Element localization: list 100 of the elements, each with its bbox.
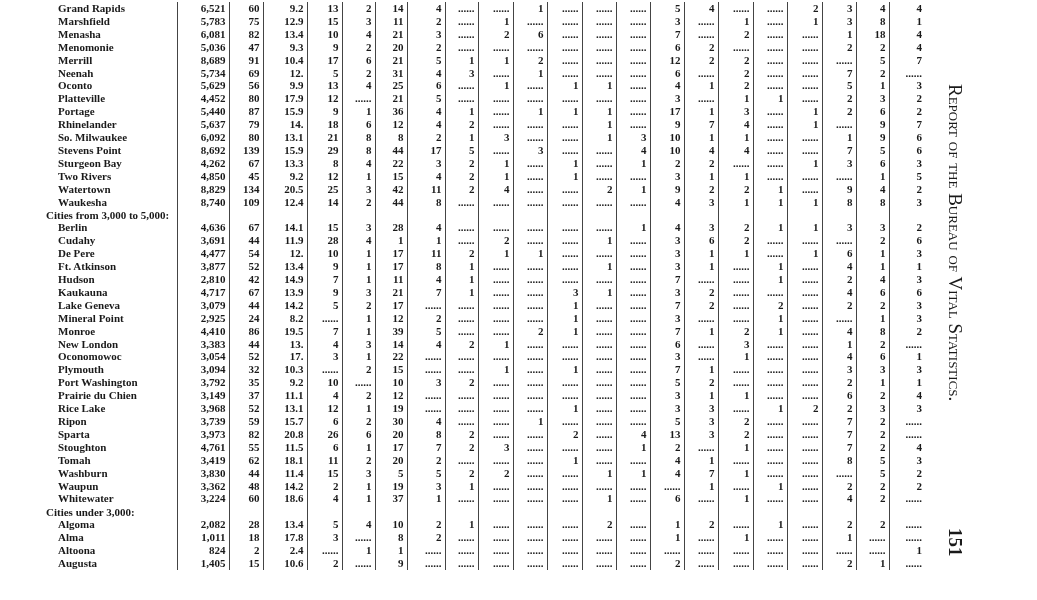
table-value: 2: [478, 466, 513, 480]
table-value: ......: [547, 440, 582, 454]
table-value: 91: [229, 53, 263, 67]
table-value: 2: [478, 234, 513, 248]
table-value: ......: [478, 556, 513, 570]
table-value: 3: [889, 311, 925, 325]
table-value: 2: [718, 53, 753, 67]
table-value: ......: [478, 453, 513, 467]
table-value: 3: [547, 285, 582, 299]
table-value: ......: [513, 427, 547, 441]
table-value: ......: [856, 544, 889, 557]
table-value: ......: [787, 337, 822, 351]
table-value: 1: [547, 453, 582, 467]
table-value: 2: [478, 27, 513, 41]
table-value: 7: [822, 66, 856, 80]
table-value: ......: [822, 234, 856, 248]
table-value: 2: [342, 40, 375, 54]
table-value: 8: [407, 427, 445, 441]
table-value: ......: [753, 53, 787, 67]
city-name: Berlin: [44, 221, 177, 235]
table-value: ......: [787, 169, 822, 183]
city-name: Oconto: [44, 79, 177, 93]
table-value: ......: [684, 492, 718, 506]
table-value: 1: [753, 518, 787, 532]
table-value: 2: [889, 92, 925, 106]
table-value: 52: [229, 260, 263, 273]
table-value: 17: [307, 53, 342, 67]
table-value: 4,262: [177, 156, 229, 170]
table-value: ......: [787, 363, 822, 377]
table-value: 32: [229, 363, 263, 377]
table-value: 1: [684, 79, 718, 93]
table-value: ......: [684, 14, 718, 28]
table-value: 2: [582, 182, 616, 196]
table-value: ......: [753, 79, 787, 93]
table-value: 7: [889, 53, 925, 67]
table-value: 6: [342, 118, 375, 132]
table-value: 1: [478, 79, 513, 93]
table-value: ......: [478, 66, 513, 80]
table-value: 3: [342, 285, 375, 299]
table-value: 12: [307, 92, 342, 106]
table-value: ......: [684, 350, 718, 364]
table-value: ......: [753, 169, 787, 183]
table-value: ......: [787, 234, 822, 248]
table-value: 1,405: [177, 556, 229, 570]
table-value: ......: [407, 363, 445, 377]
table-value: 1: [718, 247, 753, 261]
table-value: ......: [513, 260, 547, 273]
table-value: 1: [582, 285, 616, 299]
table-value: 5,036: [177, 40, 229, 54]
table-value: 4: [889, 2, 925, 15]
table-value: 5: [307, 518, 342, 532]
table-value: 2: [856, 440, 889, 454]
table-value: 21: [375, 53, 407, 67]
table-value: ......: [445, 2, 478, 15]
table-value: 10: [307, 247, 342, 261]
table-value: ......: [684, 27, 718, 41]
table-value: 9: [650, 182, 684, 196]
table-value: ......: [753, 376, 787, 390]
table-value: ......: [582, 40, 616, 54]
table-value: ......: [513, 79, 547, 93]
table-value: ......: [582, 363, 616, 377]
table-value: 2: [342, 195, 375, 209]
table-value: 3,830: [177, 466, 229, 480]
table-value: 1: [856, 556, 889, 570]
table-value: 9: [307, 40, 342, 54]
table-value: ......: [787, 92, 822, 106]
table-value: 3,362: [177, 479, 229, 493]
table-value: 4,761: [177, 440, 229, 454]
city-name: Alma: [44, 531, 177, 545]
table-value: ......: [650, 544, 684, 557]
table-value: ......: [787, 298, 822, 312]
city-name: Port Washington: [44, 376, 177, 390]
table-value: 3: [342, 221, 375, 235]
table-value: 4: [822, 492, 856, 506]
table-value: 2: [407, 518, 445, 532]
table-value: ......: [478, 544, 513, 557]
table-value: ......: [547, 389, 582, 403]
table-value: ......: [445, 79, 478, 93]
table-value: 80: [229, 92, 263, 106]
table-value: 1: [582, 105, 616, 119]
table-value: ......: [478, 298, 513, 312]
table-value: ......: [407, 389, 445, 403]
table-value: 4: [650, 79, 684, 93]
table-value: 67: [229, 221, 263, 235]
table-value: 1: [718, 466, 753, 480]
table-value: 2: [684, 53, 718, 67]
table-value: 1: [445, 479, 478, 493]
city-name: Grand Rapids: [44, 2, 177, 15]
table-value: 7: [684, 466, 718, 480]
table-value: 9: [307, 105, 342, 119]
table-value: ......: [787, 311, 822, 325]
table-value: 8,692: [177, 143, 229, 157]
table-value: 1: [684, 131, 718, 144]
table-value: 3: [889, 156, 925, 170]
table-value: ......: [582, 143, 616, 157]
table-value: 1: [342, 544, 375, 557]
table-value: 12: [307, 169, 342, 183]
table-value: ......: [822, 118, 856, 132]
table-value: ......: [445, 492, 478, 506]
table-value: 1: [478, 14, 513, 28]
